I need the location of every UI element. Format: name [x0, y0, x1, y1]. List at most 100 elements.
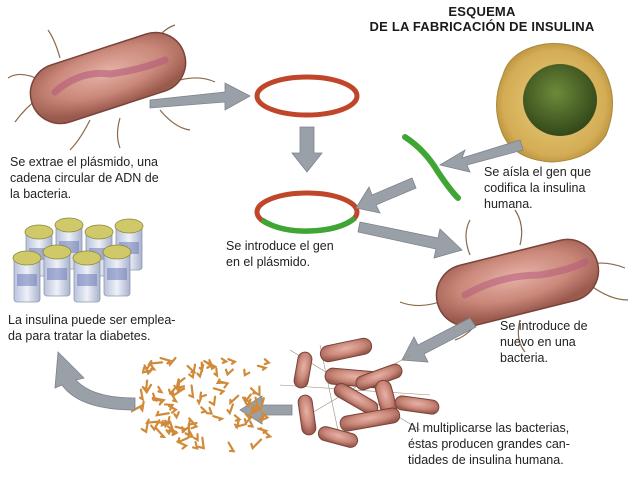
insulin-fragment: [167, 356, 177, 367]
insulin-fragment: [145, 418, 158, 425]
insulin-fragment: [171, 387, 186, 398]
insulin-molecules: [130, 356, 273, 453]
insulin-fragment: [150, 419, 161, 432]
insulin-fragment: [206, 361, 218, 370]
vial-label: [17, 274, 37, 286]
caption-line: éstas producen grandes can-: [408, 437, 570, 451]
caption-line: bacteria.: [500, 351, 548, 365]
caption-isolate-gene: Se aísla el gen que codifica la insulina…: [484, 164, 634, 212]
insulin-fragment: [243, 368, 251, 377]
insulin-fragment: [244, 404, 256, 420]
caption-line: Se introduce el gen: [226, 239, 334, 253]
insulin-fragment: [254, 396, 260, 412]
insulin-fragment: [151, 392, 158, 403]
insulin-fragment: [176, 382, 186, 390]
caption-line: tidades de insulina humana.: [408, 453, 564, 467]
arrow-insulin-to-vials: [54, 351, 136, 411]
insulin-fragment: [205, 406, 214, 415]
source-bacterium: [7, 24, 216, 151]
insulin-fragment: [138, 388, 145, 402]
caption-line: La insulina puede ser emplea-: [8, 313, 176, 327]
insulin-fragment: [212, 387, 226, 395]
caption-line: nuevo en una: [500, 335, 576, 349]
caption-multiply: Al multiplicarse las bacterias, éstas pr…: [408, 420, 638, 468]
caption-line: Se extrae el plásmido, una: [10, 155, 159, 169]
insulin-fragment: [218, 380, 230, 389]
arrow-plasmid-down: [291, 126, 323, 173]
vial-cap: [114, 218, 144, 234]
insulin-fragment: [157, 385, 164, 394]
insulin-fragment: [193, 433, 199, 442]
host-bacterium: [399, 209, 629, 353]
insulin-fragment: [213, 367, 219, 378]
insulin-fragment: [250, 406, 259, 414]
recombinant-plasmid: [254, 190, 360, 234]
insulin-fragment: [186, 364, 197, 374]
insulin-fragment: [154, 421, 170, 428]
vial-label: [47, 268, 67, 280]
insulin-fragment: [256, 364, 268, 371]
arrow-gene-to-plasmid: [355, 177, 417, 214]
title-line-1: ESQUEMA: [448, 4, 516, 19]
caption-line: humana.: [484, 197, 533, 211]
insulin-fragment: [263, 358, 271, 366]
vial-label: [107, 268, 127, 280]
insulin-fragment: [145, 367, 153, 376]
caption-line: en el plásmido.: [226, 255, 311, 269]
insulin-fragment: [258, 414, 265, 424]
insulin-fragment: [233, 414, 242, 422]
insulin-fragment: [208, 395, 217, 407]
insulin-fragment: [220, 357, 229, 364]
insulin-fragment: [200, 406, 208, 414]
insulin-fragment: [139, 400, 145, 413]
bacteria-colony: [279, 337, 440, 448]
arrow-cell-to-gene: [438, 139, 524, 173]
insulin-fragment: [141, 379, 149, 392]
caption-introduce-gene: Se introduce el gen en el plásmido.: [226, 238, 376, 270]
vial-cap: [24, 224, 54, 240]
insulin-fragment: [188, 384, 195, 399]
insulin-fragment: [226, 403, 234, 416]
insulin-fragment: [229, 394, 240, 406]
vial-cap: [102, 244, 132, 260]
caption-extract-plasmid: Se extrae el plásmido, una cadena circul…: [10, 154, 235, 202]
vial-cap: [84, 224, 114, 240]
insulin-fragment: [177, 436, 190, 444]
caption-line: cadena circular de ADN de: [10, 171, 159, 185]
vial-cap: [72, 250, 102, 266]
insulin-fragment: [256, 397, 265, 412]
insulin-fragment: [151, 396, 166, 405]
insulin-fragment: [163, 403, 175, 411]
insulin-fragment: [261, 411, 270, 421]
insulin-fragment: [199, 391, 208, 399]
arrow-bacterium-to-plasmid: [149, 82, 251, 111]
diagram-title: ESQUEMA DE LA FABRICACIÓN DE INSULINA: [332, 4, 632, 34]
insulin-fragment: [187, 429, 195, 438]
insulin-fragment: [224, 368, 234, 377]
insulin-fragment: [167, 387, 176, 396]
insulin-fragment: [249, 387, 259, 395]
insulin-fragment: [259, 427, 273, 439]
caption-reintroduce: Se introduce de nuevo en una bacteria.: [500, 318, 635, 366]
insulin-fragment: [250, 438, 263, 451]
caption-line: da para tratar la diabetes.: [8, 329, 151, 343]
isolated-gene: [402, 134, 461, 201]
plasmid-ring: [254, 74, 360, 118]
vial-cap: [12, 250, 42, 266]
insulin-vials: [12, 217, 144, 303]
insulin-fragment: [154, 426, 167, 438]
insulin-fragment: [247, 420, 255, 428]
insulin-fragment: [198, 361, 204, 373]
arrow-plasmid-to-bacterium: [357, 221, 463, 259]
insulin-fragment: [234, 422, 248, 429]
insulin-fragment: [188, 417, 199, 430]
human-cell: [496, 43, 614, 163]
title-line-2: DE LA FABRICACIÓN DE INSULINA: [369, 19, 595, 34]
caption-line: Al multiplicarse las bacterias,: [408, 421, 570, 435]
arrow-to-colony: [401, 317, 477, 363]
insulin-fragment: [192, 441, 199, 450]
vial-label: [77, 274, 97, 286]
caption-line: Se introduce de: [500, 319, 588, 333]
caption-insulin-use: La insulina puede ser emplea- da para tr…: [8, 312, 253, 344]
